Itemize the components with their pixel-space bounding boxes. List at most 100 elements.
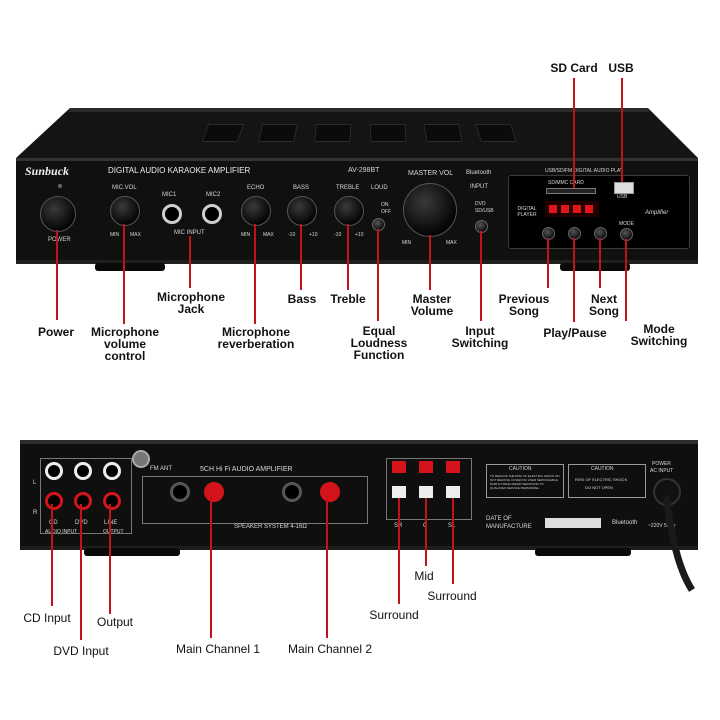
voltage-label: ~220V 50Hz <box>648 523 676 529</box>
power-cord <box>662 495 695 592</box>
audio-input-label: AUDIO INPUT <box>45 529 78 535</box>
vent <box>369 124 407 142</box>
loud-off: OFF <box>381 209 391 215</box>
callout-mid: Mid <box>414 569 434 583</box>
callout-master-volume: Master Volume <box>410 292 454 318</box>
bass-minus: -10 <box>288 232 296 238</box>
callout-input-switching: Input Switching <box>451 324 509 350</box>
center-red-terminal[interactable] <box>419 461 433 473</box>
surround-left-red-terminal[interactable] <box>446 461 460 473</box>
caution-title-2: CAUTION <box>591 466 614 472</box>
model-label: AV-298BT <box>348 167 380 174</box>
callout-next-song: Next Song <box>589 292 619 318</box>
surround-right-black-terminal[interactable] <box>392 486 406 498</box>
callout-play-pause: Play/Pause <box>543 326 607 340</box>
callout-line-play-pause <box>573 238 575 322</box>
master-vol-label: MASTER VOL <box>408 170 454 177</box>
bass-knob[interactable] <box>287 196 317 226</box>
mic-vol-max: MAX <box>130 232 141 238</box>
digital-player-label: DIGITAL PLAYER <box>517 206 537 218</box>
manufacture-sticker <box>545 518 601 528</box>
back-bluetooth-label: Bluetooth <box>612 520 638 526</box>
speaker-system-label: SPEAKER SYSTEM 4-16Ω <box>234 524 307 530</box>
bluetooth-label: Bluetooth <box>466 170 492 176</box>
mode-label: MODE <box>619 221 634 227</box>
callout-bass: Bass <box>287 292 317 306</box>
power-label: POWER <box>48 237 71 243</box>
date-of-label: DATE OF <box>486 516 512 522</box>
cd-input-right-jack[interactable] <box>45 492 63 510</box>
main-channel-1-red-terminal[interactable] <box>204 482 224 502</box>
loud-label: LOUD <box>371 185 388 191</box>
center-black-terminal[interactable] <box>419 486 433 498</box>
callout-line-mic-jack <box>189 236 191 288</box>
vent <box>314 124 352 142</box>
input-dvd: DVD <box>475 201 486 207</box>
led-display <box>545 201 599 217</box>
callout-line-mic-volume <box>123 224 125 324</box>
callout-cd-input: CD Input <box>23 611 71 625</box>
callout-line-output <box>109 504 111 614</box>
mic-vol-min: MIN <box>110 232 120 238</box>
callout-line-previous <box>547 238 549 288</box>
usb-label: USB <box>617 194 628 200</box>
led-display-segments <box>549 205 593 213</box>
vent <box>201 124 245 142</box>
surround-right-red-terminal[interactable] <box>392 461 406 473</box>
brand-logo: Sunbuck <box>25 164 70 178</box>
callout-line-input <box>480 231 482 321</box>
callout-line-sd-card <box>573 78 575 188</box>
line-output-right-jack[interactable] <box>103 492 121 510</box>
dvd-input-right-jack[interactable] <box>74 492 92 510</box>
echo-knob[interactable] <box>241 196 271 226</box>
treble-knob[interactable] <box>334 196 364 226</box>
main-channel-2-black-terminal[interactable] <box>282 482 302 502</box>
power-button[interactable] <box>40 196 76 232</box>
mic2-label: MIC2 <box>206 192 221 198</box>
dvd-input-left-jack[interactable] <box>74 462 92 480</box>
callout-sd-card: SD Card <box>550 61 598 75</box>
mic1-jack[interactable] <box>162 204 182 224</box>
rca-l-label: L <box>33 480 37 486</box>
callout-line-cd-input <box>51 504 53 606</box>
callout-line-usb <box>621 78 623 182</box>
mic-volume-knob[interactable] <box>110 196 140 226</box>
line-output-left-jack[interactable] <box>103 462 121 480</box>
callout-surround-1: Surround <box>369 608 419 622</box>
callout-equal-loudness: Equal Loudness Function <box>350 324 408 362</box>
callout-mic-volume: Microphone volume control <box>91 325 159 363</box>
cd-label: CD <box>49 520 58 526</box>
manufacture-label: MANUFACTURE <box>486 524 532 530</box>
mic-input-label: MIC INPUT <box>174 230 205 236</box>
sd-card-slot[interactable] <box>546 188 596 194</box>
master-min: MIN <box>402 240 412 246</box>
mic1-label: MIC1 <box>162 192 177 198</box>
front-title: DIGITAL AUDIO KARAOKE AMPLIFIER <box>108 166 251 175</box>
master-volume-knob[interactable] <box>403 183 457 237</box>
callout-main-channel-1: Main Channel 1 <box>175 642 261 656</box>
caution-text: TO REDUCE THE RISK OF ELECTRIC SHOCK DO … <box>490 474 560 490</box>
main-channel-2-red-terminal[interactable] <box>320 482 340 502</box>
treble-minus: -10 <box>334 232 342 238</box>
usb-sd-header: USB/SD/FM DIGITAL AUDIO PLAY <box>545 168 624 174</box>
usb-port[interactable] <box>614 182 634 194</box>
rca-r-label: R <box>33 510 38 516</box>
echo-label: ECHO <box>247 185 265 191</box>
callout-mic-reverb: Microphone reverberation <box>217 325 295 351</box>
mic2-jack[interactable] <box>202 204 222 224</box>
vent <box>475 124 517 142</box>
callout-main-channel-2: Main Channel 2 <box>287 642 373 656</box>
do-not-open-text: DO NOT OPEN <box>585 485 613 490</box>
vent <box>258 124 298 142</box>
caution-box-2: CAUTION RISK OF ELECTRIC SHOCK DO NOT OP… <box>568 464 646 498</box>
surround-left-black-terminal[interactable] <box>446 486 460 498</box>
cd-input-left-jack[interactable] <box>45 462 63 480</box>
main-channel-1-black-terminal[interactable] <box>170 482 190 502</box>
fm-antenna-connector[interactable] <box>132 450 150 468</box>
speaker-panel <box>142 476 368 524</box>
callout-line-main-2 <box>326 496 328 638</box>
callout-surround-2: Surround <box>427 589 477 603</box>
callout-treble: Treble <box>330 292 366 306</box>
callout-usb: USB <box>608 61 634 75</box>
caution-box-1: CAUTION TO REDUCE THE RISK OF ELECTRIC S… <box>486 464 564 498</box>
